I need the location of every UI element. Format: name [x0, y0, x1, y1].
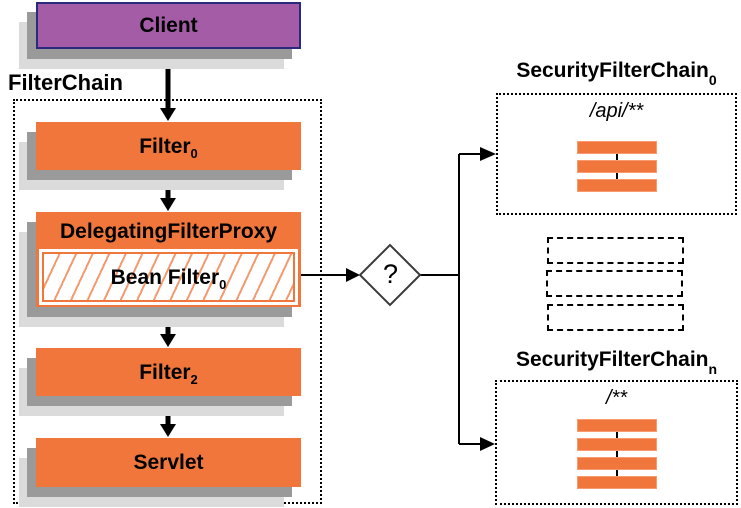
chain-n-filter-bar — [576, 419, 657, 432]
chain-n-url-pattern: /** — [605, 387, 628, 409]
arrowhead-to-chain-n — [480, 437, 495, 451]
servlet-box: Servlet — [36, 438, 301, 487]
security-filter-chain0-title: SecurityFilterChain0 — [496, 59, 737, 88]
chain0-filter-bar — [576, 179, 657, 192]
chain0-url-pattern: /api/** — [589, 100, 644, 122]
chain-n-filter-bar — [576, 476, 657, 489]
security-filter-chain0-subscript: 0 — [708, 72, 717, 88]
chain-n-filter-bar — [576, 438, 657, 451]
security-filter-chain-n-title-text: SecurityFilterChain — [515, 348, 709, 371]
filter0-subscript: 0 — [190, 145, 198, 161]
security-filter-chain-n-title: SecurityFilterChainn — [495, 348, 738, 377]
security-filter-chain0-box: /api/** — [496, 93, 737, 215]
servlet-label: Servlet — [133, 451, 204, 474]
client-box: Client — [36, 2, 301, 49]
client-label: Client — [139, 13, 198, 37]
chain-n-filter-stack — [576, 419, 657, 489]
chain-n-filter-connector-line — [615, 426, 618, 482]
arrowhead-to-chain0 — [480, 147, 496, 161]
branch-lines — [420, 147, 496, 451]
security-filter-chain0-title-text: SecurityFilterChain — [516, 59, 709, 82]
candidate-chain-placeholder — [547, 304, 684, 331]
bean-filter-label: Bean Filter — [110, 265, 220, 289]
filterchain-label: FilterChain — [8, 70, 123, 95]
delegating-filter-proxy-label: DelegatingFilterProxy — [59, 219, 278, 243]
security-filter-chain-n-box: /** — [495, 380, 738, 505]
filterchain-container — [13, 99, 322, 504]
candidate-chain-placeholder — [546, 270, 683, 297]
filter2-subscript: 2 — [190, 371, 198, 387]
chain-n-filter-bar — [576, 457, 657, 470]
candidate-chain-placeholder — [547, 237, 684, 264]
chain0-filter-stack — [576, 141, 657, 192]
security-filter-chain-n-subscript: n — [708, 361, 718, 377]
decision-question-label: ? — [382, 259, 399, 289]
filter2-label: Filter — [139, 360, 191, 384]
chain0-filter-bar — [576, 160, 657, 173]
chain0-filter-bar — [576, 141, 657, 154]
filter0-label: Filter — [139, 134, 191, 158]
bean-filter-subscript: 0 — [219, 276, 227, 292]
